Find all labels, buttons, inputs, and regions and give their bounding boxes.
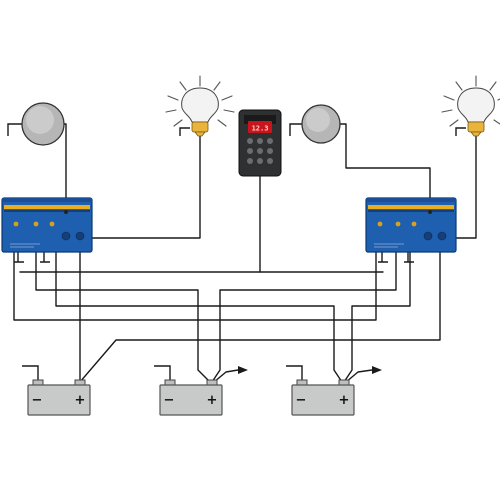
- analog-gauge-icon: [21, 102, 65, 146]
- ground-symbol-icon: [378, 252, 388, 263]
- analog-gauge-icon: [301, 104, 341, 144]
- battery-monitor-icon: 12.3: [238, 109, 282, 177]
- battery-icon: [159, 379, 223, 416]
- battery-right: − +: [291, 379, 355, 416]
- wire-left-panel-leg-2: [35, 231, 211, 383]
- wire-right-panel-leg-1: [211, 231, 397, 383]
- light-bulb-left: [165, 75, 235, 137]
- ground-symbol-icon: [40, 252, 50, 263]
- light-bulb-icon: [441, 75, 500, 137]
- wire-out-right: [345, 369, 373, 383]
- arrow-out-middle: [238, 366, 248, 374]
- wire-out-middle: [213, 369, 239, 383]
- ground-symbol-icon: [22, 365, 39, 382]
- battery-left: − +: [27, 379, 91, 416]
- light-bulb-icon: [165, 75, 235, 137]
- battery-monitor: 12.3: [238, 109, 282, 177]
- wire-left-panel-leg-4: [55, 251, 343, 383]
- battery-positive-label: +: [339, 393, 350, 408]
- ground-symbol-icon: [179, 127, 190, 136]
- ground-symbol-icon: [14, 252, 24, 263]
- ground-symbol-icon: [154, 365, 171, 382]
- wire-left-panel-leg-1: [13, 251, 377, 321]
- analog-gauge-left: [21, 102, 65, 146]
- wire-left-bulb-panel: [85, 135, 201, 239]
- ground-symbol-icon: [455, 127, 466, 136]
- wire-right-panel-leg-3: [79, 231, 441, 383]
- battery-icon: [291, 379, 355, 416]
- analog-gauge-right: [301, 104, 341, 144]
- charger-panel-icon: [365, 197, 457, 253]
- battery-negative-label: −: [32, 393, 43, 408]
- ground-symbol-icon: [7, 123, 22, 136]
- battery-middle: − +: [159, 379, 223, 416]
- battery-negative-label: −: [164, 393, 175, 408]
- battery-icon: [27, 379, 91, 416]
- battery-negative-label: −: [296, 393, 307, 408]
- monitor-readout: 12.3: [252, 125, 269, 133]
- ground-symbol-icon: [404, 252, 414, 263]
- wire-right-gauge-panel: [339, 123, 431, 213]
- battery-positive-label: +: [207, 393, 218, 408]
- wiring: [13, 123, 477, 383]
- charger-panel-left: [1, 197, 93, 253]
- ground-symbols: [7, 123, 466, 382]
- wire-right-panel-leg-2: [343, 231, 411, 383]
- battery-positive-label: +: [75, 393, 86, 408]
- charger-panel-right: [365, 197, 457, 253]
- ground-symbol-icon: [286, 365, 303, 382]
- ground-symbol-icon: [289, 123, 304, 136]
- wire-left-gauge-panel: [63, 123, 67, 213]
- charger-panel-icon: [1, 197, 93, 253]
- light-bulb-right: [441, 75, 500, 137]
- arrow-out-right: [372, 366, 382, 374]
